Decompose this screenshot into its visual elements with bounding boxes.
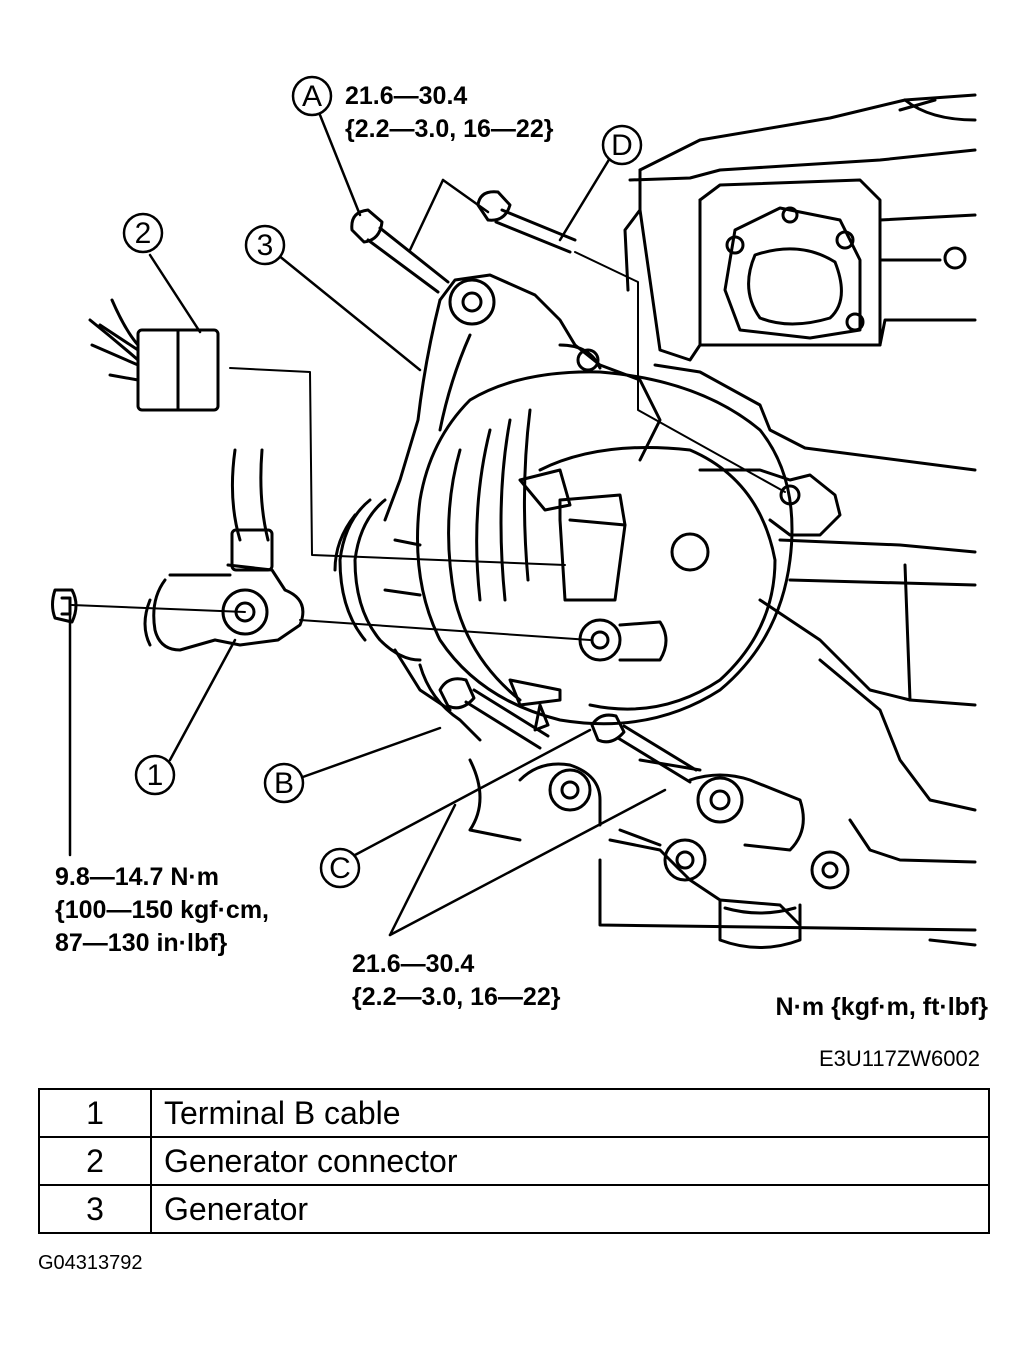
svg-text:2: 2	[135, 217, 152, 250]
legend-row: 3 Generator	[38, 1184, 990, 1234]
bolt-B	[438, 677, 550, 750]
units-note: N·m {kgf·m, ft·lbf}	[776, 993, 989, 1021]
svg-text:D: D	[611, 129, 633, 162]
terminal-b-cable	[143, 448, 305, 652]
svg-text:3: 3	[257, 229, 274, 262]
callout-1: 1	[134, 754, 176, 796]
bolt-D	[476, 190, 577, 254]
svg-text:A: A	[302, 80, 322, 113]
torque-a-line1: 21.6—30.4	[345, 82, 467, 110]
callout-A: A	[291, 75, 333, 117]
callout-2: 2	[122, 212, 164, 254]
svg-text:C: C	[329, 852, 351, 885]
legend-row: 1 Terminal B cable	[38, 1088, 990, 1138]
generator-bracket	[383, 273, 662, 522]
torque-a-line2: {2.2—3.0, 16—22}	[345, 115, 554, 143]
legend-description: Terminal B cable	[150, 1088, 990, 1138]
nut-torque-line1: 9.8—14.7 N·m	[55, 863, 219, 891]
lower-mounting-bosses	[518, 758, 850, 890]
legend-description: Generator	[150, 1184, 990, 1234]
parts-legend-table: 1 Terminal B cable 2 Generator connector…	[38, 1088, 990, 1234]
generator-installation-diagram: A D 2 3 1 B C 21.6—30.4 {2.2—3.0, 16—22}…	[51, 75, 989, 1071]
engine-block	[598, 93, 977, 949]
alignment-lines	[71, 251, 786, 641]
bolt-A	[350, 208, 450, 294]
legend-number: 2	[38, 1136, 152, 1186]
terminal-nut	[51, 588, 78, 624]
svg-text:1: 1	[147, 759, 164, 792]
callout-B: B	[263, 762, 305, 804]
image-code: G04313792	[38, 1252, 143, 1274]
figure-code: E3U117ZW6002	[819, 1046, 980, 1071]
svg-text:B: B	[274, 767, 294, 800]
legend-number: 1	[38, 1088, 152, 1138]
generator-body	[333, 370, 842, 842]
callout-C: C	[319, 847, 361, 889]
callout-D: D	[601, 124, 643, 166]
generator-connector	[88, 298, 220, 412]
torque-bc-line2: {2.2—3.0, 16—22}	[352, 983, 561, 1011]
legend-row: 2 Generator connector	[38, 1136, 990, 1186]
nut-torque-line2: {100—150 kgf·cm,	[55, 896, 269, 924]
legend-description: Generator connector	[150, 1136, 990, 1186]
callout-3: 3	[244, 224, 286, 266]
leader-lines	[68, 108, 667, 937]
torque-bc-line1: 21.6—30.4	[352, 950, 474, 978]
legend-number: 3	[38, 1184, 152, 1234]
bolt-C	[590, 713, 698, 784]
nut-torque-line3: 87—130 in·lbf}	[55, 929, 228, 957]
